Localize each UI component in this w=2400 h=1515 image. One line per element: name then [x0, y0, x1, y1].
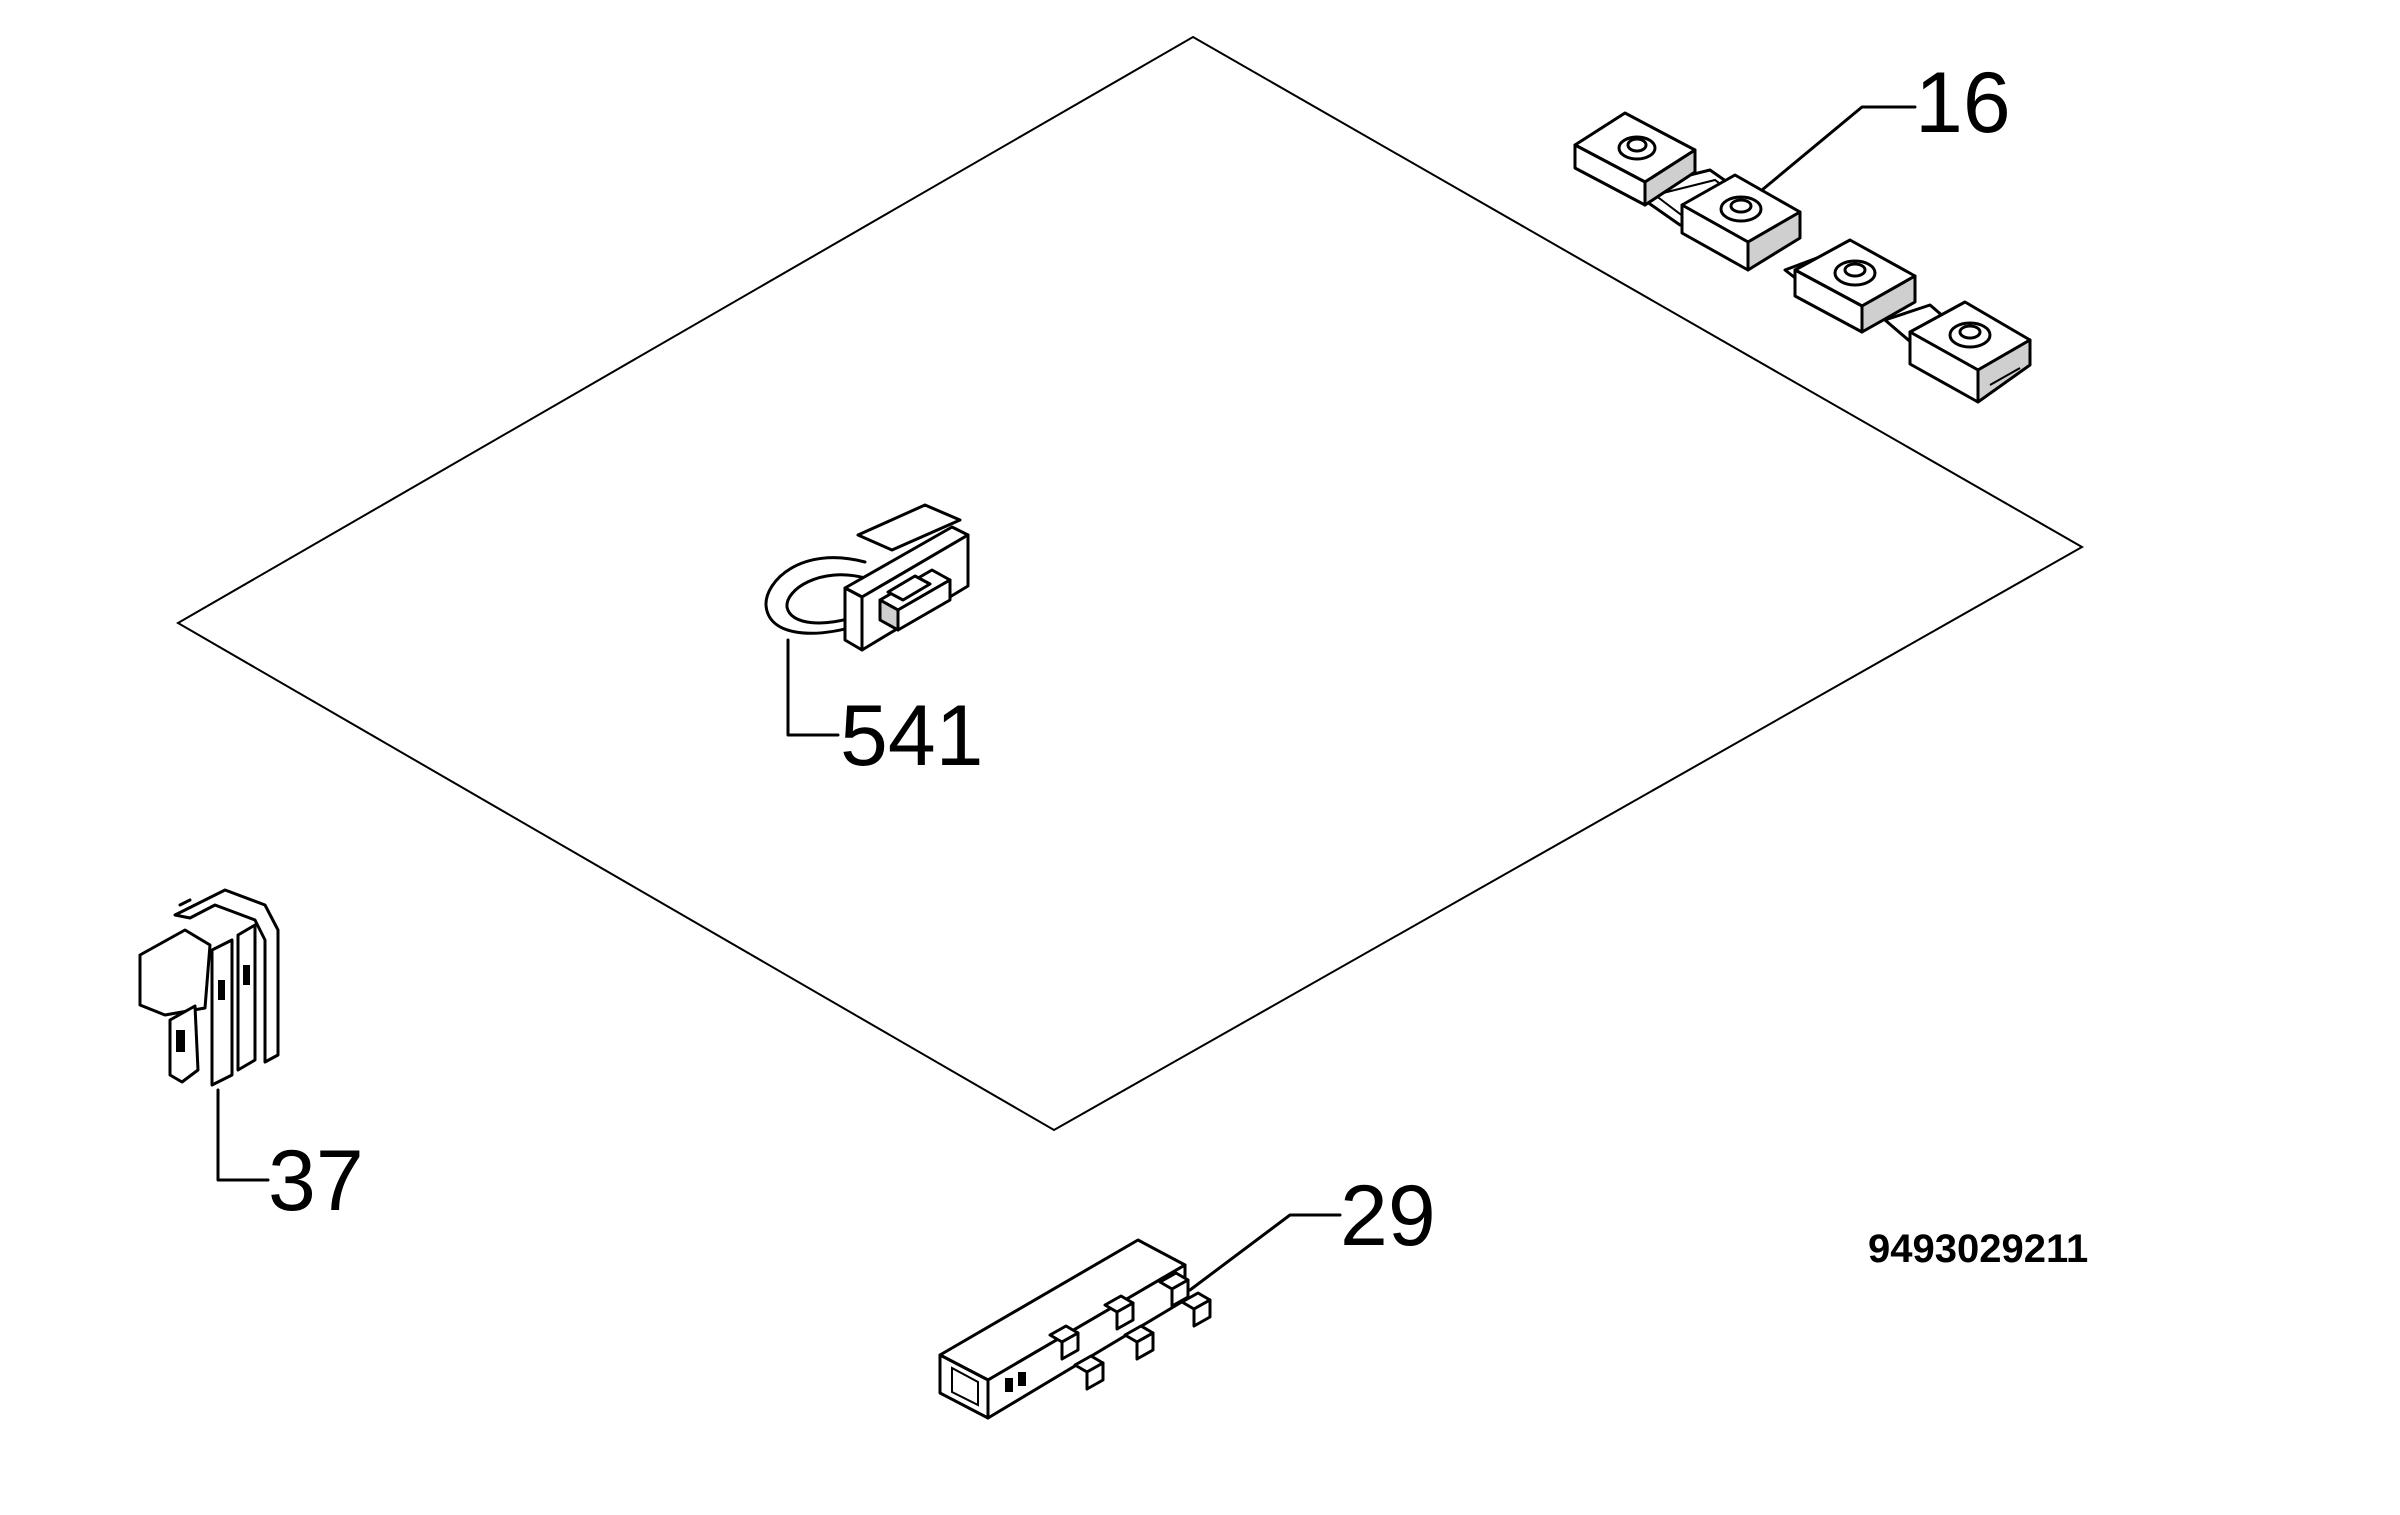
leader-29 — [1188, 1213, 1342, 1292]
ignition-terminals — [1048, 1271, 1212, 1391]
document-number: 9493029211 — [1868, 1227, 2088, 1271]
bracket-plate-2 — [1680, 173, 1802, 272]
bracket-plate-1 — [1573, 111, 1697, 207]
bracket-plate-4 — [1908, 300, 2032, 404]
panel-outline — [176, 35, 2085, 1132]
callout-541: 541 — [840, 688, 984, 784]
callout-37: 37 — [268, 1133, 364, 1229]
leader-16 — [1760, 105, 1917, 192]
part-541-door-switch — [764, 503, 970, 737]
part-29-ignition-unit — [938, 1213, 1342, 1420]
part-16-bracket — [1573, 105, 2032, 404]
callout-29: 29 — [1340, 1168, 1436, 1264]
part-37-clip — [138, 888, 280, 1182]
leader-37 — [216, 1088, 270, 1182]
bracket-plate-3 — [1793, 238, 1917, 334]
leader-541 — [786, 638, 840, 737]
callout-16: 16 — [1915, 55, 2011, 151]
